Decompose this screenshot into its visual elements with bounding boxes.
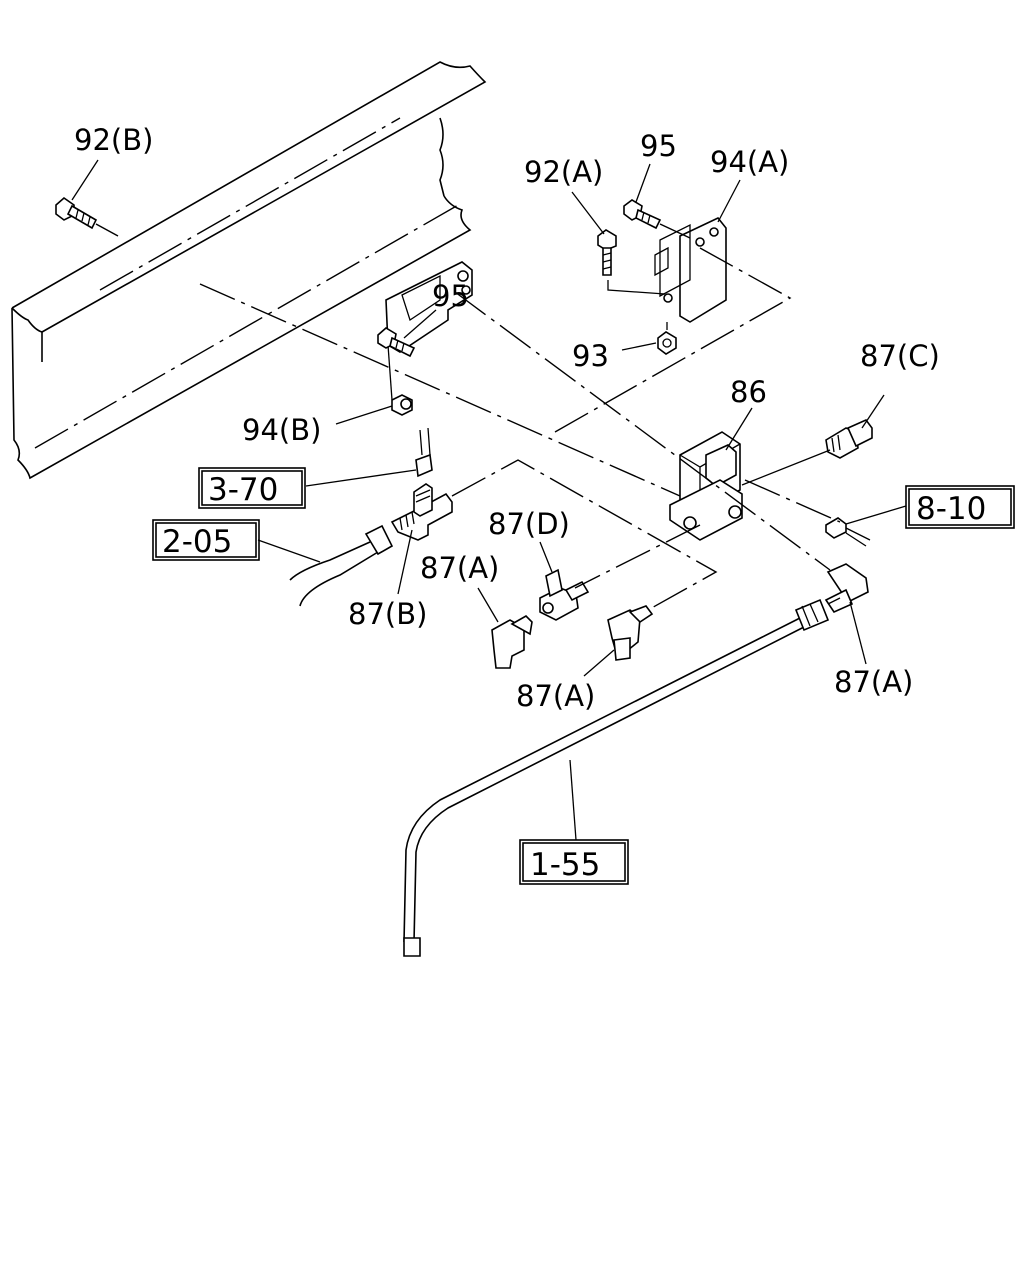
bolt-95-mid — [377, 327, 416, 358]
nut-93 — [657, 322, 677, 355]
ref-3-70: 3-70 — [208, 472, 278, 508]
ref-8-10: 8-10 — [916, 491, 986, 527]
ref-box-3-70: 3-70 — [198, 467, 306, 509]
valve-86 — [669, 431, 743, 541]
elbow-87a-right — [824, 563, 869, 614]
label-94a: 94(A) — [710, 145, 789, 179]
bolt-95-top — [623, 199, 691, 239]
label-94b: 94(B) — [242, 413, 321, 447]
connector-8-10 — [825, 517, 871, 547]
elbow-87a-left — [491, 615, 533, 669]
label-87a-mid: 87(A) — [516, 679, 595, 713]
ref-box-8-10: 8-10 — [905, 485, 1015, 529]
ref-box-2-05: 2-05 — [152, 519, 260, 561]
routing-lines — [199, 247, 841, 611]
label-87c: 87(C) — [860, 339, 940, 373]
fitting-87d — [539, 568, 590, 621]
label-92a: 92(A) — [524, 155, 603, 189]
ref-2-05: 2-05 — [162, 524, 232, 560]
label-87a-right: 87(A) — [834, 665, 913, 699]
label-95-top: 95 — [640, 129, 677, 163]
label-87d: 87(D) — [488, 507, 570, 541]
elbow-87a-mid — [607, 605, 654, 661]
leader-lines — [71, 159, 907, 841]
ref-box-1-55: 1-55 — [519, 839, 629, 885]
frame-rail — [11, 61, 487, 480]
label-87b: 87(B) — [348, 597, 427, 631]
label-95-mid: 95 — [432, 279, 469, 313]
fitting-87b — [390, 427, 453, 541]
hose-2-05 — [289, 524, 394, 607]
bracket-94b — [385, 261, 473, 416]
bracket-94a — [654, 217, 727, 323]
label-86: 86 — [730, 375, 767, 409]
label-93: 93 — [572, 339, 609, 373]
label-92b: 92(B) — [74, 123, 153, 157]
bolt-92b — [55, 196, 119, 237]
sensor-87c — [825, 419, 873, 459]
hose-1-55 — [403, 598, 830, 957]
ref-1-55: 1-55 — [530, 847, 600, 883]
label-87a-left: 87(A) — [420, 551, 499, 585]
bolt-92a — [597, 229, 666, 295]
